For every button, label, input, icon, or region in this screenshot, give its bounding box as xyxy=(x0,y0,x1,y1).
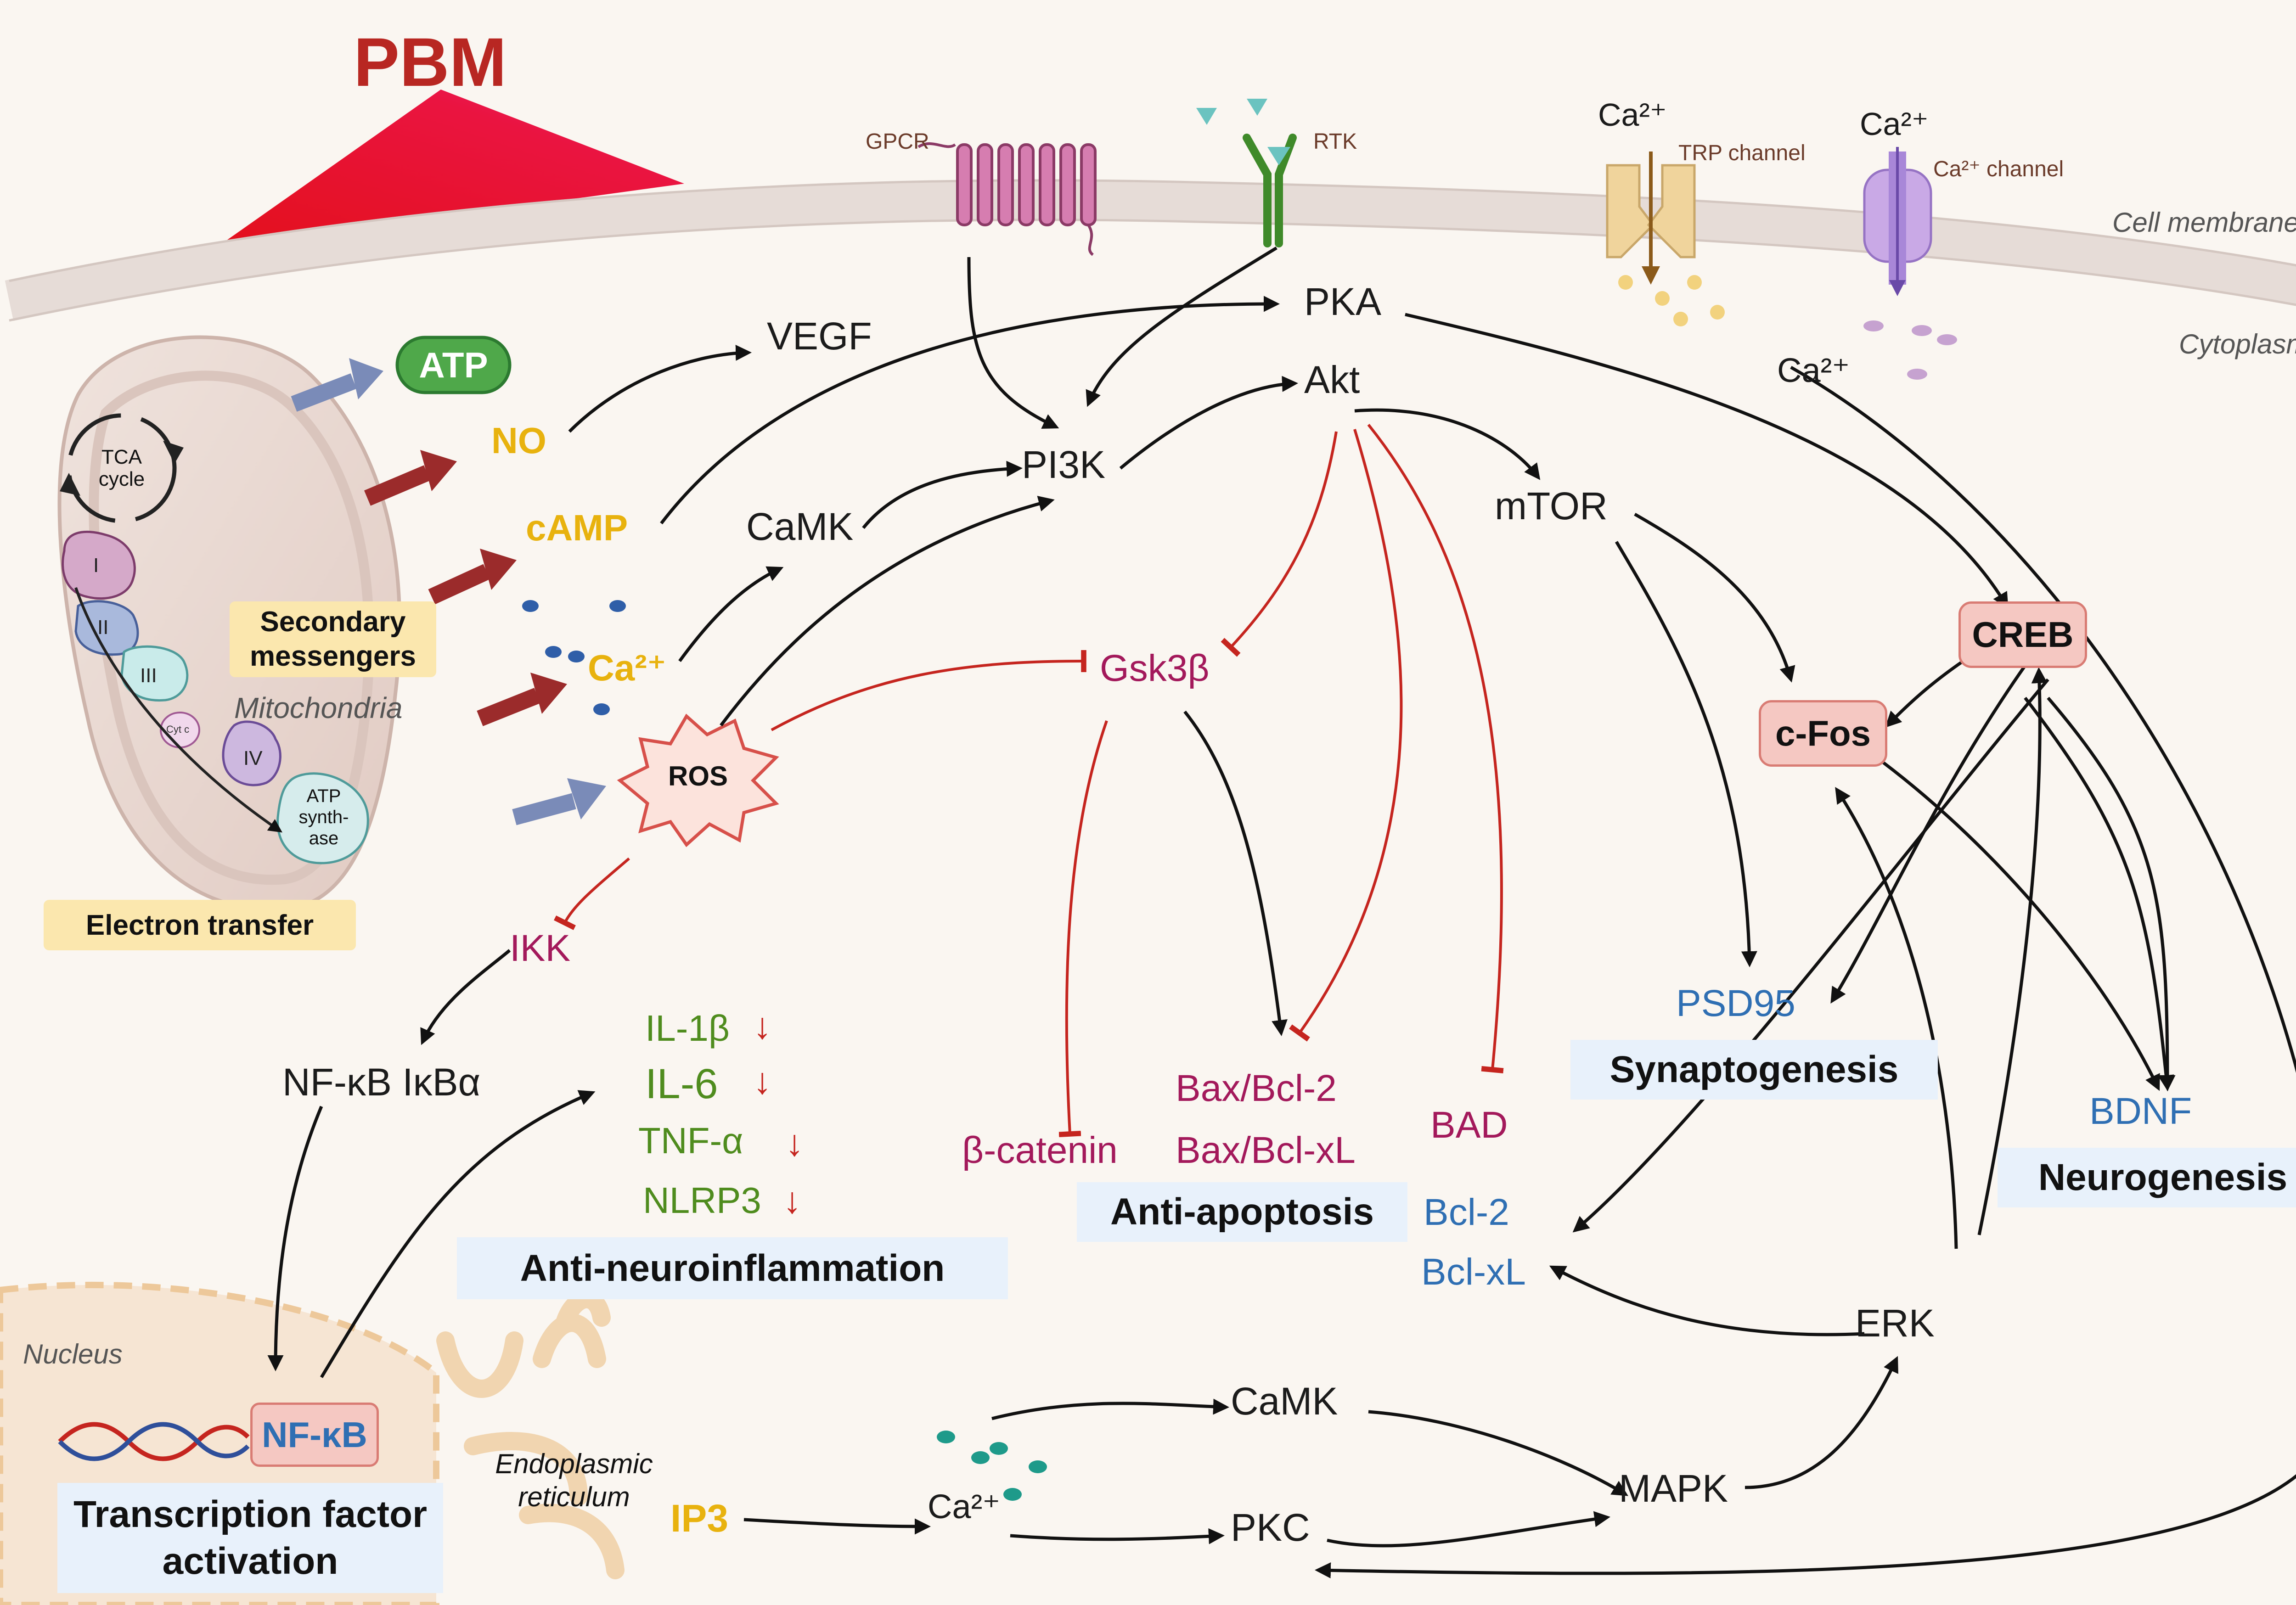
calcium-channel-icon xyxy=(1863,147,1957,380)
anti-neuroinflammation-box: Anti-neuroinflammation xyxy=(457,1237,1008,1299)
ikk-label: IKK xyxy=(510,927,571,969)
camk-bottom-label: CaMK xyxy=(1231,1380,1338,1423)
endoplasmic-reticulum-label: Endoplasmic reticulum xyxy=(495,1448,653,1512)
beta-catenin-label: β-catenin xyxy=(962,1129,1118,1171)
inhibition-lines xyxy=(553,424,1504,1138)
vegf-label: VEGF xyxy=(767,314,872,358)
tca-cycle-label: TCA cycle xyxy=(98,445,145,490)
ros-burst-icon xyxy=(617,713,779,847)
cytosolic-calcium-dots xyxy=(522,600,626,715)
akt-label: Akt xyxy=(1304,358,1360,401)
tnfa-down-arrow: ↓ xyxy=(785,1122,804,1163)
nlrp3-down-arrow: ↓ xyxy=(783,1180,801,1221)
electron-transfer-box: Electron transfer xyxy=(44,900,356,950)
psd95-label: PSD95 xyxy=(1676,982,1795,1024)
cyt-c-label: Cyt c xyxy=(166,724,190,735)
neurogenesis-box: Neurogenesis xyxy=(1998,1148,2296,1207)
pi3k-label: PI3K xyxy=(1022,443,1106,486)
camk-top-label: CaMK xyxy=(746,505,854,548)
mitochondrion-icon xyxy=(57,335,402,912)
trp-channel-icon xyxy=(1606,152,1725,326)
mitochondria-label: Mitochondria xyxy=(234,691,403,724)
mtor-label: mTOR xyxy=(1495,484,1608,528)
complex-i-label: I xyxy=(93,554,99,577)
creb-box: CREB xyxy=(1958,601,2087,668)
camp-label: cAMP xyxy=(526,507,628,548)
cell-membrane-edge-inner xyxy=(9,219,2296,322)
dna-strand-red xyxy=(58,1422,250,1461)
complex-ii-label: II xyxy=(97,616,109,639)
bax-bcl2-label: Bax/Bcl-2 xyxy=(1176,1067,1337,1109)
ca-channel-top-label: Ca²⁺ xyxy=(1860,106,1929,142)
endoplasmic-reticulum-icon xyxy=(436,1290,625,1579)
pka-label: PKA xyxy=(1304,280,1382,323)
pkc-label: PKC xyxy=(1231,1506,1310,1549)
nf-kb-box: NF-κB xyxy=(250,1403,379,1467)
nucleus-label: Nucleus xyxy=(23,1339,123,1369)
complex-iii-label: III xyxy=(140,664,157,687)
transcription-activation-box: Transcription factor activation xyxy=(57,1483,443,1593)
pbm-light-beam xyxy=(216,90,684,248)
ca-trp-label: Ca²⁺ xyxy=(1598,97,1667,133)
c-fos-box: c-Fos xyxy=(1759,700,1887,767)
anti-apoptosis-box: Anti-apoptosis xyxy=(1077,1182,1407,1242)
trp-channel-label: TRP channel xyxy=(1678,141,1806,165)
synaptogenesis-box: Synaptogenesis xyxy=(1570,1040,1938,1100)
bcl2-label: Bcl-2 xyxy=(1424,1191,1509,1233)
pbm-title: PBM xyxy=(354,23,507,101)
cytoplasm-label: Cytoplasm xyxy=(2179,329,2296,359)
gpcr-label: GPCR xyxy=(866,129,929,154)
gpcr-receptor-icon xyxy=(917,142,1097,256)
nfkb-ikba-label: NF-κB IκBα xyxy=(282,1061,481,1104)
no-label: NO xyxy=(491,420,546,461)
complex-iv-label: IV xyxy=(243,747,263,769)
atp-pill xyxy=(395,336,512,394)
cell-membrane-edge-outer xyxy=(9,179,2296,282)
il6-label: IL-6 xyxy=(645,1061,718,1107)
mito-output-arrows xyxy=(291,358,606,825)
ca-cytoplasm-label: Ca²⁺ xyxy=(1777,351,1850,389)
tnfa-label: TNF-α xyxy=(638,1120,743,1161)
cell-membrane-label: Cell membrane xyxy=(2112,207,2296,238)
ca-channel-label: Ca²⁺ channel xyxy=(1933,157,2064,181)
secondary-messengers-box: Secondary messengers xyxy=(230,601,436,677)
ca-er-label: Ca²⁺ xyxy=(928,1487,1001,1526)
erk-label: ERK xyxy=(1855,1302,1935,1345)
ip3-label: IP3 xyxy=(670,1497,729,1540)
bad-label: BAD xyxy=(1430,1104,1508,1146)
rtk-label: RTK xyxy=(1313,129,1357,154)
ca2-label: Ca²⁺ xyxy=(588,647,667,688)
bax-bclxl-label: Bax/Bcl-xL xyxy=(1176,1129,1356,1171)
bclxl-label: Bcl-xL xyxy=(1421,1251,1526,1293)
rtk-receptor-icon xyxy=(1196,99,1297,247)
il1b-label: IL-1β xyxy=(645,1008,730,1049)
gsk3b-label: Gsk3β xyxy=(1100,647,1210,689)
mapk-label: MAPK xyxy=(1619,1467,1728,1510)
ros-label: ROS xyxy=(668,760,728,791)
atp-label: ATP xyxy=(419,344,488,385)
atp-synthase-label: ATP synth-ase xyxy=(298,786,349,848)
cell-membrane xyxy=(5,179,2296,321)
bdnf-label: BDNF xyxy=(2089,1090,2192,1132)
il6-down-arrow: ↓ xyxy=(753,1061,771,1101)
nlrp3-label: NLRP3 xyxy=(643,1180,761,1221)
er-calcium-dots xyxy=(937,1431,1047,1501)
il1b-down-arrow: ↓ xyxy=(753,1005,771,1046)
dna-strand-blue xyxy=(58,1422,250,1461)
